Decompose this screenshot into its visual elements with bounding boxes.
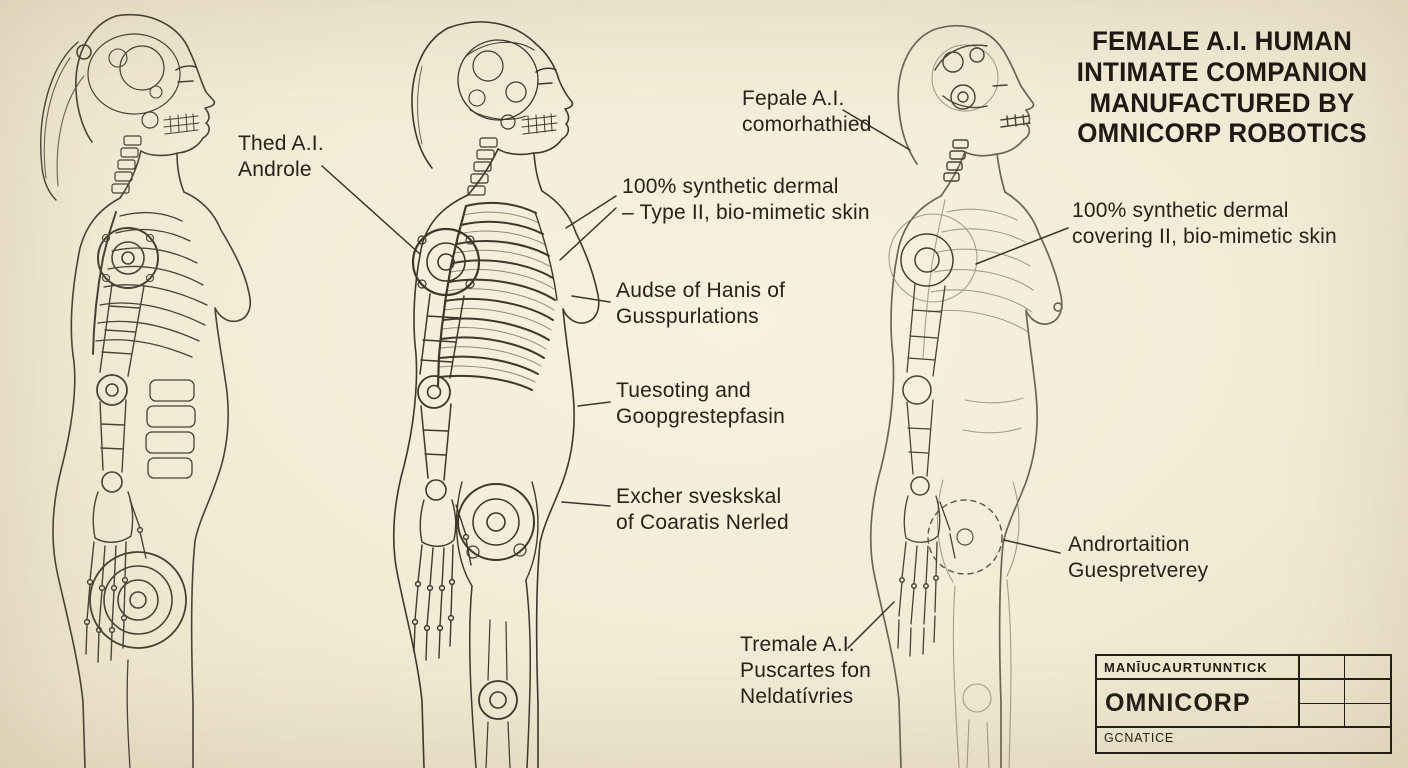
title-block-grid-cell: [1300, 656, 1345, 680]
label-skeletal: Excher sveskskal of Coaratis Nerled: [616, 485, 789, 535]
android-figure-center-skeletal: [392, 21, 600, 768]
label-actuation: Andrortaition Guespretverey: [1068, 533, 1209, 583]
title-line-4: OMNICORP ROBOTICS: [1077, 118, 1367, 149]
page-title: FEMALE A.I. HUMAN INTIMATE COMPANION MAN…: [1049, 26, 1395, 149]
title-block-grid-cell: [1300, 704, 1345, 728]
title-block-company: OMNICORP: [1105, 689, 1251, 717]
label-dermal-type: 100% synthetic dermal – Type II, bio-mim…: [622, 175, 870, 225]
title-block-grid-cell: [1345, 704, 1390, 728]
title-block-grid: [1298, 656, 1390, 728]
title-block-footer: GCNATICE: [1097, 726, 1390, 749]
title-block-header: MANĪUCAURTUNNTICK: [1097, 656, 1390, 680]
label-dermal-covering: 100% synthetic dermal covering II, bio-m…: [1072, 199, 1337, 249]
title-block-grid-cell: [1345, 656, 1390, 680]
label-android: Thed A.I. Androle: [238, 132, 324, 182]
android-figure-left-cutaway: [40, 14, 252, 768]
android-figure-right-dermal: [869, 24, 1063, 768]
title-line-1: FEMALE A.I. HUMAN: [1091, 26, 1353, 56]
label-testing: Tuesoting and Goopgrestepfasin: [616, 379, 785, 429]
label-features: Tremale A.I. Puscartes fon Neldatívries: [740, 633, 871, 709]
label-companion: Fepale A.I. comorhathied: [742, 87, 872, 137]
title-block-grid-cell: [1300, 680, 1345, 704]
title-block-grid-cell: [1345, 680, 1390, 704]
manufacturer-title-block: MANĪUCAURTUNNTICK OMNICORP GCNATICE: [1095, 654, 1392, 754]
title-line-2: INTIMATE COMPANION: [1076, 56, 1368, 87]
title-line-3: MANUFACTURED BY: [1089, 87, 1355, 118]
label-hands: Audse of Hanis of Gusspurlations: [616, 279, 786, 329]
